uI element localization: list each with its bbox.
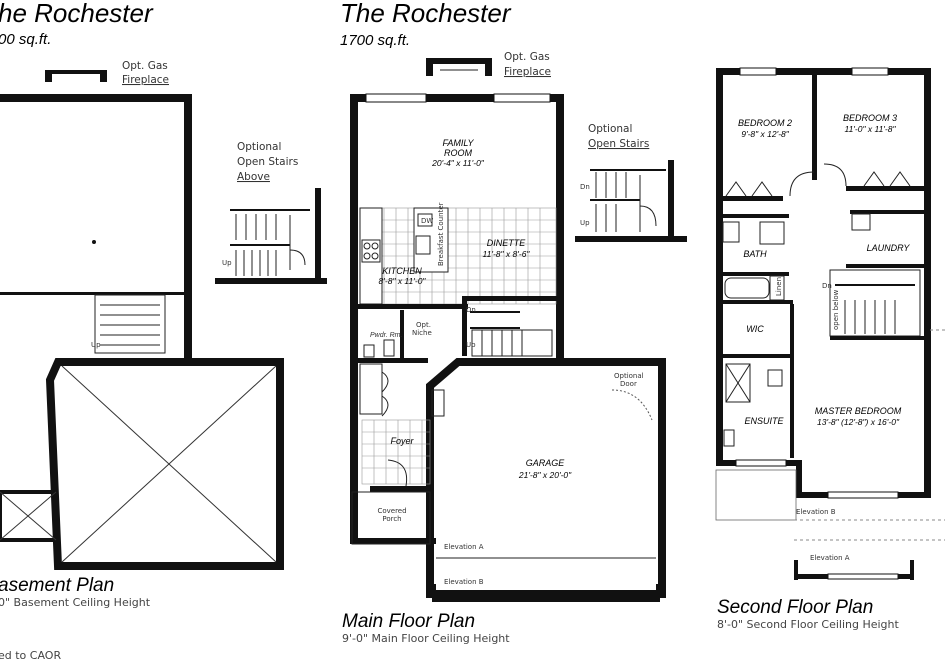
second-floor-ceiling-note: 8'-0" Second Floor Ceiling Height: [717, 618, 900, 631]
laundry-label: LAUNDRY: [867, 243, 911, 253]
svg-text:Optional: Optional: [614, 372, 644, 380]
wic-label: WIC: [746, 324, 764, 334]
fireplace-label-2: Fireplace: [504, 66, 551, 78]
main-stairs: Dn Up: [466, 306, 553, 357]
master-bedroom-label: MASTER BEDROOM: [815, 406, 902, 416]
svg-text:Up: Up: [466, 341, 476, 349]
fireplace-label-1: Opt. Gas: [504, 51, 550, 63]
bedroom-3-label: BEDROOM 3: [843, 113, 897, 123]
svg-text:Covered: Covered: [377, 507, 406, 515]
elevation-b-label: Elevation B: [444, 578, 484, 586]
basement-plan-title: asement Plan: [0, 575, 114, 596]
svg-text:DINETTE: DINETTE: [487, 238, 526, 248]
wall: [184, 94, 192, 360]
svg-text:Up: Up: [222, 259, 232, 267]
svg-text:FAMILY: FAMILY: [442, 138, 474, 148]
optional-stairs-diagram: Up: [215, 188, 327, 284]
kitchen-counter: [359, 207, 383, 305]
svg-text:Optional: Optional: [237, 141, 281, 153]
kitchen-dims: 8'-8" x 11'-0": [379, 276, 427, 286]
optional-stairs-diagram: Dn Up: [575, 160, 687, 242]
svg-text:Dn: Dn: [822, 282, 832, 290]
foyer-tile-floor: [361, 419, 431, 485]
svg-text:Optional: Optional: [588, 123, 632, 135]
main-floor-plan-title: Main Floor Plan: [342, 611, 475, 632]
footer-credit: ed to CAOR: [0, 649, 61, 662]
bedroom-3-dims: 11'-0" x 11'-8": [844, 124, 896, 134]
svg-text:Open Stairs: Open Stairs: [588, 138, 649, 150]
powder-room-label: Pwdr. Rm.: [370, 332, 402, 339]
bedroom-2-label: BEDROOM 2: [738, 118, 792, 128]
svg-text:Door: Door: [620, 380, 637, 388]
fireplace-label-2: Fireplace: [122, 74, 169, 86]
basement-title: he Rochester: [0, 0, 154, 28]
ensuite-label: ENSUITE: [744, 416, 784, 426]
elevation-b-label: Elevation B: [796, 508, 836, 516]
svg-text:open below: open below: [832, 289, 840, 330]
second-floor-plan-title: Second Floor Plan: [717, 597, 873, 618]
svg-text:Up: Up: [580, 219, 590, 227]
svg-text:Porch: Porch: [382, 515, 401, 523]
svg-text:Opt.: Opt.: [416, 321, 431, 329]
basement-sqft: 00 sq.ft.: [0, 31, 51, 48]
family-room-dims: 20'-4" x 11'-0": [431, 158, 485, 168]
foyer-label: Foyer: [390, 436, 414, 446]
svg-text:Above: Above: [237, 171, 270, 183]
main-title: The Rochester: [340, 0, 512, 28]
garage-label: GARAGE: [526, 458, 566, 468]
second-floor-plan: BEDROOM 2 9'-8" x 12'-8" BEDROOM 3 11'-0…: [715, 67, 945, 631]
svg-text:Linen: Linen: [775, 277, 783, 296]
svg-text:DW: DW: [421, 217, 433, 225]
garage-dims: 21'-8" x 20'-0": [518, 470, 572, 480]
main-floor-ceiling-note: 9'-0" Main Floor Ceiling Height: [342, 632, 510, 645]
bedroom-2-dims: 9'-8" x 12'-8": [741, 129, 790, 139]
basement-stairs: Up: [91, 294, 166, 354]
garage-wall: [45, 358, 284, 570]
breakfast-counter-label: Breakfast Counter: [437, 202, 445, 266]
kitchen-tile-floor: [359, 207, 557, 305]
fireplace-label-1: Opt. Gas: [122, 60, 168, 72]
svg-text:Open Stairs: Open Stairs: [237, 156, 298, 168]
elevation-a-label: Elevation A: [444, 543, 484, 551]
elevation-a-label: Elevation A: [810, 554, 850, 562]
main-floor-plan: The Rochester 1700 sq.ft. Opt. Gas Firep…: [340, 0, 687, 645]
svg-text:ROOM: ROOM: [444, 148, 473, 158]
basement-plan: he Rochester 00 sq.ft. Opt. Gas Fireplac…: [0, 0, 327, 609]
second-floor-stairs: Dn open below: [822, 269, 921, 337]
svg-text:Dn: Dn: [580, 183, 590, 191]
svg-text:Dn: Dn: [466, 306, 476, 314]
master-bedroom-dims: 13'-8" (12'-8") x 16'-0": [817, 417, 900, 427]
svg-text:Up: Up: [91, 341, 101, 349]
main-sqft: 1700 sq.ft.: [340, 32, 410, 49]
bath-label: BATH: [743, 249, 767, 259]
basement-ceiling-note: 0" Basement Ceiling Height: [0, 596, 151, 609]
svg-text:Niche: Niche: [412, 329, 432, 337]
wall: [0, 94, 192, 102]
dinette-dims: 11'-8" x 8'-6": [483, 249, 531, 259]
svg-text:KITCHEN: KITCHEN: [382, 266, 422, 276]
kitchen-island: [413, 207, 449, 273]
